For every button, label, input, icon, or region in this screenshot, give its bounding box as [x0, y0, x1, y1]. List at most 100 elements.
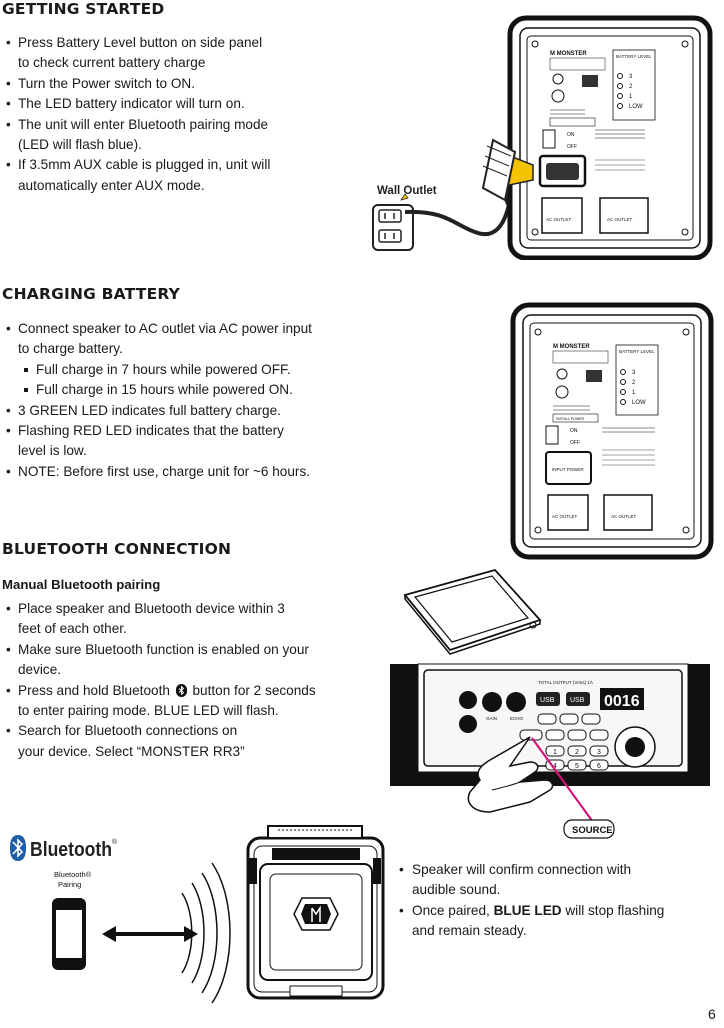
bluetooth-pairing-illustration	[52, 825, 385, 1004]
list-item-text: Press and hold Bluetooth button for 2 se…	[18, 682, 316, 698]
list-item-text: The unit will enter Bluetooth pairing mo…	[18, 116, 269, 132]
side-panel-illustration-power: Wall Outlet M MONSTER BATTERY LEVEL 3 2 …	[372, 15, 713, 260]
list-item-text: to enter pairing mode. BLUE LED will fla…	[18, 703, 279, 719]
svg-text:USB: USB	[570, 697, 585, 704]
svg-text:BATTERY LEVEL: BATTERY LEVEL	[619, 349, 655, 354]
list-item: • Flashing RED LED indicates that the ba…	[6, 421, 376, 462]
bluetooth-logo: Bluetooth ® Bluetooth® Pairing	[10, 835, 118, 889]
list-item-text: audible sound.	[412, 882, 501, 898]
svg-text:M MONSTER: M MONSTER	[553, 344, 590, 350]
list-item-text: Press Battery Level button on side panel	[18, 35, 263, 50]
list-item: • NOTE: Before first use, charge unit fo…	[6, 462, 376, 482]
section-title-getting-started: GETTING STARTED	[2, 0, 165, 18]
smartphone-illustration	[403, 568, 542, 655]
list-item-text: The LED battery indicator will turn on.	[18, 96, 245, 112]
list-item: • The LED battery indicator will turn on…	[6, 94, 376, 114]
list-item: • Place speaker and Bluetooth device wit…	[6, 599, 376, 640]
svg-text:INSTALL POWER: INSTALL POWER	[556, 417, 584, 421]
svg-text:Bluetooth®: Bluetooth®	[54, 870, 92, 879]
list-item: • The unit will enter Bluetooth pairing …	[6, 115, 376, 156]
svg-text:LOW: LOW	[632, 400, 646, 406]
svg-text:AC OUTLET: AC OUTLET	[552, 514, 578, 519]
svg-text:1: 1	[632, 390, 636, 396]
svg-text:AC OUTLET: AC OUTLET	[546, 217, 572, 222]
svg-text:BATTERY LEVEL: BATTERY LEVEL	[616, 54, 652, 59]
svg-text:6: 6	[597, 763, 601, 770]
svg-text:USB: USB	[540, 697, 555, 704]
svg-text:ON: ON	[567, 132, 575, 138]
subsection-title-manual-pairing: Manual Bluetooth pairing	[2, 577, 161, 592]
svg-text:TOTAL OUTPUT (Vrms) 1A: TOTAL OUTPUT (Vrms) 1A	[538, 680, 593, 685]
svg-text:OFF: OFF	[570, 440, 580, 446]
list-item: • Connect speaker to AC outlet via AC po…	[6, 319, 376, 360]
svg-text:INPUT POWER: INPUT POWER	[552, 467, 584, 472]
list-item-text: your device. Select “MONSTER RR3”	[18, 743, 245, 759]
getting-started-list: • Press Battery Level button on side pan…	[6, 33, 376, 196]
list-item-text: Place speaker and Bluetooth device withi…	[18, 601, 285, 616]
list-item-text: NOTE: Before first use, charge unit for …	[18, 463, 311, 479]
control-panel-illustration: GAIN ECHO TOTAL OUTPUT (Vrms) 1A USB USB…	[390, 663, 710, 839]
svg-text:2: 2	[575, 749, 579, 756]
list-item-text: Turn the Power switch to ON.	[18, 75, 196, 91]
svg-text:2: 2	[629, 84, 633, 90]
side-panel-illustration-charging: M MONSTER INSTALL POWER BATTERY LEVEL 3 …	[510, 302, 714, 560]
list-item: • Turn the Power switch to ON.	[6, 74, 376, 94]
list-item: • Search for Bluetooth connections on yo…	[6, 721, 376, 762]
list-item: • If 3.5mm AUX cable is plugged in, unit…	[6, 155, 376, 196]
wall-outlet-icon	[372, 204, 414, 251]
list-item-text: Once paired, BLUE LED will stop flashing	[412, 902, 665, 918]
bluetooth-icon	[175, 683, 187, 697]
svg-text:M MONSTER: M MONSTER	[550, 51, 587, 57]
list-item-text: feet of each other.	[18, 621, 127, 637]
page-number: 6	[708, 1006, 716, 1022]
list-subitem: Full charge in 15 hours while powered ON…	[6, 380, 376, 400]
list-item: • Once paired, BLUE LED will stop flashi…	[396, 901, 716, 942]
list-item-text: Make sure Bluetooth function is enabled …	[18, 641, 309, 657]
list-item-text: Speaker will confirm connection with	[412, 862, 632, 877]
list-item-text: and remain steady.	[412, 923, 527, 939]
svg-text:5: 5	[575, 763, 579, 770]
hand-icon	[467, 736, 554, 813]
svg-text:®: ®	[112, 838, 118, 846]
list-item-text: device.	[18, 662, 62, 678]
svg-text:Bluetooth: Bluetooth	[30, 839, 112, 861]
segment-display: 0016	[604, 693, 640, 710]
svg-text:2: 2	[632, 380, 636, 386]
section-title-charging-battery: CHARGING BATTERY	[2, 285, 181, 303]
speaker-side-panel: M MONSTER BATTERY LEVEL 3 2 1 LOW ON OFF	[507, 15, 713, 260]
section-title-bluetooth-connection: BLUETOOTH CONNECTION	[2, 540, 232, 558]
svg-text:3: 3	[629, 74, 633, 80]
power-plug-icon	[481, 138, 534, 202]
list-item: • 3 GREEN LED indicates full battery cha…	[6, 401, 376, 421]
list-subitem: Full charge in 7 hours while powered OFF…	[6, 360, 376, 380]
svg-text:ON: ON	[570, 428, 578, 434]
svg-text:LOW: LOW	[629, 104, 643, 110]
svg-text:AC OUTLET: AC OUTLET	[611, 514, 637, 519]
charging-battery-list: • Connect speaker to AC outlet via AC po…	[6, 319, 376, 482]
list-item-text: 3 GREEN LED indicates full battery charg…	[18, 402, 281, 418]
svg-text:ECHO: ECHO	[510, 716, 524, 721]
list-item: • Press Battery Level button on side pan…	[6, 33, 376, 74]
list-item-text: automatically enter AUX mode.	[18, 177, 205, 193]
speaker-illustration	[246, 825, 385, 1000]
svg-text:4: 4	[553, 763, 557, 770]
list-item-text: (LED will flash blue).	[18, 137, 142, 153]
svg-text:GAIN: GAIN	[486, 716, 497, 721]
list-item-text: Search for Bluetooth connections on	[18, 723, 238, 739]
list-item-text: Connect speaker to AC outlet via AC powe…	[18, 321, 312, 336]
source-button-label: SOURCE	[572, 825, 613, 836]
list-item-text: If 3.5mm AUX cable is plugged in, unit w…	[18, 157, 271, 173]
svg-text:Pairing: Pairing	[58, 880, 81, 889]
list-item: • Make sure Bluetooth function is enable…	[6, 640, 376, 681]
list-item: • Speaker will confirm connection with a…	[396, 860, 716, 901]
svg-text:1: 1	[629, 94, 633, 100]
svg-text:1: 1	[553, 749, 557, 756]
svg-text:3: 3	[632, 370, 636, 376]
list-item-text: to check current battery charge	[18, 55, 206, 71]
list-item-text: to charge battery.	[18, 341, 123, 357]
svg-text:OFF: OFF	[567, 144, 577, 150]
bluetooth-pairing-list: • Place speaker and Bluetooth device wit…	[6, 599, 376, 762]
list-item-text: Flashing RED LED indicates that the batt…	[18, 423, 284, 439]
svg-text:3: 3	[597, 749, 601, 756]
list-item: • Press and hold Bluetooth button for 2 …	[6, 681, 376, 722]
